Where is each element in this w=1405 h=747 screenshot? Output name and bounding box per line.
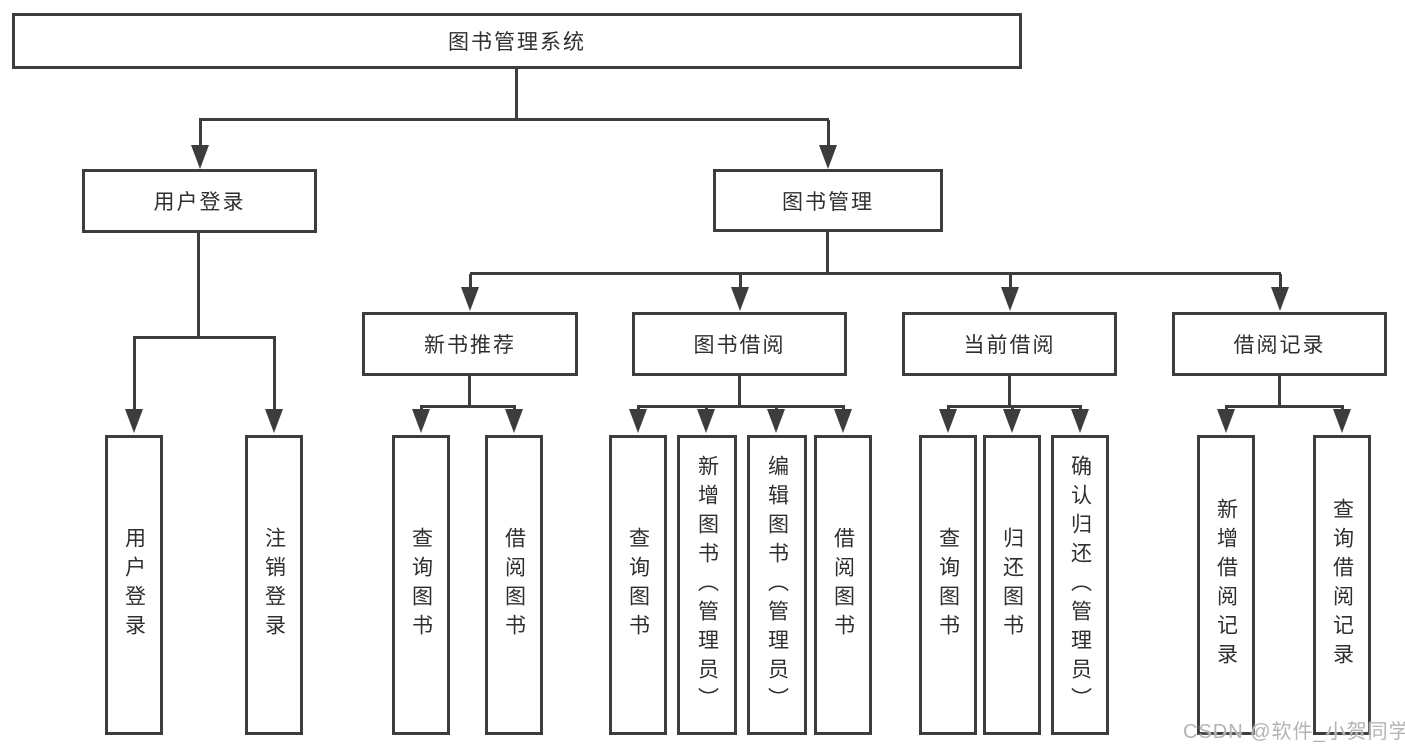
node-label: 新书推荐 [424,334,516,357]
node-label: 借阅记录 [1233,334,1326,357]
node-user-login: 用户登录 [82,169,317,233]
arrow-down-icon [191,120,209,169]
csdn-watermark: CSDN @软件_小贺同学 [1183,721,1405,743]
connector-newbook-stem [468,376,471,408]
arrow-down-icon [731,274,749,311]
leaf-query-borrow-record: 查询借阅记录 [1313,435,1371,735]
node-book-management: 图书管理 [713,169,943,232]
arrow-down-icon [1271,274,1289,311]
connector-root-stem [515,69,518,121]
connector-bookmgmt-stem [826,232,829,275]
leaf-label: 用户登录 [122,527,146,643]
node-label: 图书管理 [782,190,874,214]
arrow-down-icon [697,405,715,433]
arrow-down-icon [1003,405,1021,433]
arrow-down-icon [125,336,143,433]
connector-borrow-stem [738,376,741,408]
leaf-confirm-return-admin: 确认归还（管理员） [1051,435,1109,735]
connector-records-stem [1278,376,1281,408]
leaf-label: 注销登录 [262,527,286,643]
leaf-label: 编辑图书（管理员） [765,454,789,716]
node-label: 图书管理系统 [448,31,586,54]
connector-current-stem [1008,376,1011,408]
leaf-edit-book-admin: 编辑图书（管理员） [747,435,807,735]
arrow-down-icon [939,405,957,433]
arrow-down-icon [767,405,785,433]
arrow-down-icon [629,405,647,433]
arrow-down-icon [265,336,283,433]
connector-bookmgmt-rail [470,272,1281,275]
connector-root-rail [199,118,829,121]
leaf-label: 借阅图书 [831,527,855,643]
node-label: 图书借阅 [693,334,786,357]
arrow-down-icon [505,405,523,433]
leaf-borrow-books-recommend: 借阅图书 [485,435,543,735]
node-new-book-recommend: 新书推荐 [362,312,578,376]
leaf-user-login: 用户登录 [105,435,163,735]
leaf-logout-login: 注销登录 [245,435,303,735]
leaf-query-books-current: 查询图书 [919,435,977,735]
connector-userlogin-stem [197,233,200,339]
leaf-label: 新增图书（管理员） [695,454,719,716]
leaf-label: 查询图书 [409,527,433,643]
arrow-down-icon [412,405,430,433]
leaf-label: 归还图书 [1000,527,1024,643]
node-label: 用户登录 [153,191,246,214]
leaf-query-books-recommend: 查询图书 [392,435,450,735]
leaf-label: 查询图书 [626,527,650,643]
leaf-label: 确认归还（管理员） [1068,454,1092,716]
leaf-borrow-books: 借阅图书 [814,435,872,735]
arrow-down-icon [1217,405,1235,433]
leaf-query-books-borrow: 查询图书 [609,435,667,735]
connector-newbook-rail [421,405,516,408]
arrow-down-icon [834,405,852,433]
connector-records-rail [1226,405,1343,408]
node-current-borrow: 当前借阅 [902,312,1117,376]
arrow-down-icon [461,274,479,311]
node-label: 当前借阅 [963,334,1056,357]
connector-current-rail [948,405,1081,408]
leaf-add-book-admin: 新增图书（管理员） [677,435,737,735]
connector-userlogin-rail [134,336,275,339]
arrow-down-icon [1071,405,1089,433]
leaf-label: 查询借阅记录 [1330,498,1354,672]
node-borrow-records: 借阅记录 [1172,312,1387,376]
leaf-label: 借阅图书 [502,527,526,643]
node-library-management-system: 图书管理系统 [12,13,1022,69]
leaf-return-books: 归还图书 [983,435,1041,735]
arrow-down-icon [819,120,837,169]
arrow-down-icon [1333,405,1351,433]
node-book-borrow: 图书借阅 [632,312,847,376]
connector-borrow-rail [638,405,844,408]
leaf-label: 查询图书 [936,527,960,643]
leaf-add-borrow-record: 新增借阅记录 [1197,435,1255,735]
arrow-down-icon [1001,274,1019,311]
leaf-label: 新增借阅记录 [1214,498,1238,672]
